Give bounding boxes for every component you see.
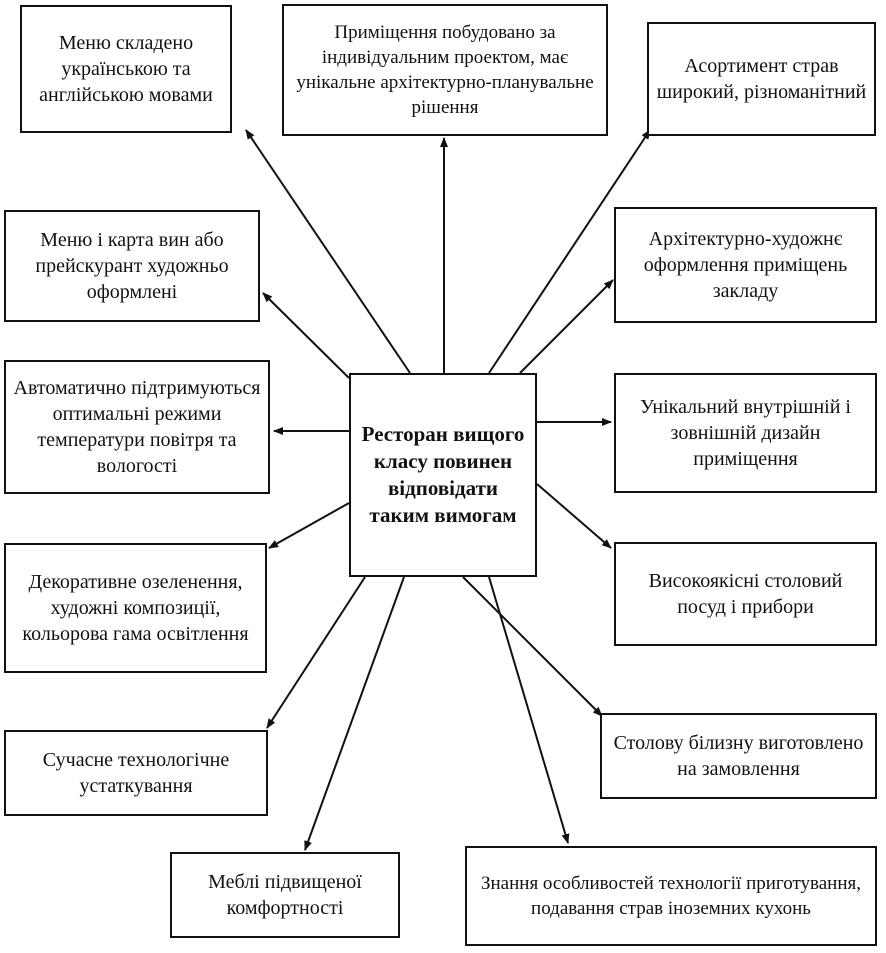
requirement-box-menu-languages: Меню складено українською та англійською… (20, 5, 232, 133)
requirement-label: Знання особливостей технології приготува… (480, 873, 862, 919)
requirement-box-foreign-cuisine: Знання особливостей технології приготува… (465, 846, 877, 946)
arrow-to-modern-equipment (266, 576, 366, 729)
requirement-label: Високоякісні столовий посуд і прибори (648, 570, 843, 618)
requirement-box-decorative-greening: Декоративне озеленення, художні композиц… (4, 543, 267, 673)
requirement-label: Меню і карта вин або прейскурант художнь… (35, 229, 229, 303)
arrow-to-table-linen (462, 576, 603, 717)
requirement-box-tableware: Високоякісні столовий посуд і прибори (614, 542, 877, 646)
requirement-box-table-linen: Столову білизну виготовлено на замовленн… (600, 713, 877, 799)
arrow-to-architectural-design (519, 279, 614, 374)
requirement-label: Декоративне озеленення, художні композиц… (22, 571, 249, 645)
arrow-to-menu-wine-card (262, 292, 350, 379)
requirement-box-unique-design: Унікальний внутрішній і зовнішній дизайн… (614, 373, 877, 493)
requirement-box-modern-equipment: Сучасне технологічне устаткування (4, 730, 268, 816)
central-requirement-box: Ресторан вищого класу повинен відповідат… (349, 373, 537, 577)
requirement-box-wide-assortment: Асортимент страв широкий, різноманітний (647, 22, 876, 136)
requirement-box-comfortable-furniture: Меблі підвищеної комфортності (170, 852, 400, 938)
requirement-box-climate-control: Автоматично підтримуються оптимальні реж… (4, 360, 270, 494)
requirement-box-architectural-design: Архітектурно-художнє оформлення приміщен… (614, 207, 877, 323)
requirement-label: Меню складено українською та англійською… (39, 32, 213, 106)
requirement-box-menu-wine-card: Меню і карта вин або прейскурант художнь… (4, 210, 260, 322)
requirement-label: Сучасне технологічне устаткування (42, 749, 230, 797)
requirement-box-individual-project: Приміщення побудовано за індивідуальним … (282, 4, 608, 136)
requirement-label: Асортимент страв широкий, різноманітний (656, 55, 867, 103)
arrow-to-foreign-cuisine (488, 576, 570, 844)
requirement-label: Автоматично підтримуються оптимальні реж… (13, 377, 261, 477)
requirement-label: Приміщення побудовано за індивідуальним … (296, 22, 594, 118)
arrow-to-menu-languages (245, 129, 411, 374)
requirement-label: Меблі підвищеної комфортності (208, 871, 362, 919)
central-requirement-label: Ресторан вищого класу повинен відповідат… (361, 422, 525, 527)
requirement-label: Столову білизну виготовлено на замовленн… (613, 732, 864, 780)
requirement-label: Унікальний внутрішній і зовнішній дизайн… (640, 396, 851, 470)
arrow-to-tableware (536, 483, 612, 549)
requirement-label: Архітектурно-художнє оформлення приміщен… (643, 228, 848, 302)
arrow-to-wide-assortment (488, 129, 651, 374)
arrow-to-decorative-greening (268, 502, 350, 549)
arrow-to-comfortable-furniture (304, 576, 405, 851)
